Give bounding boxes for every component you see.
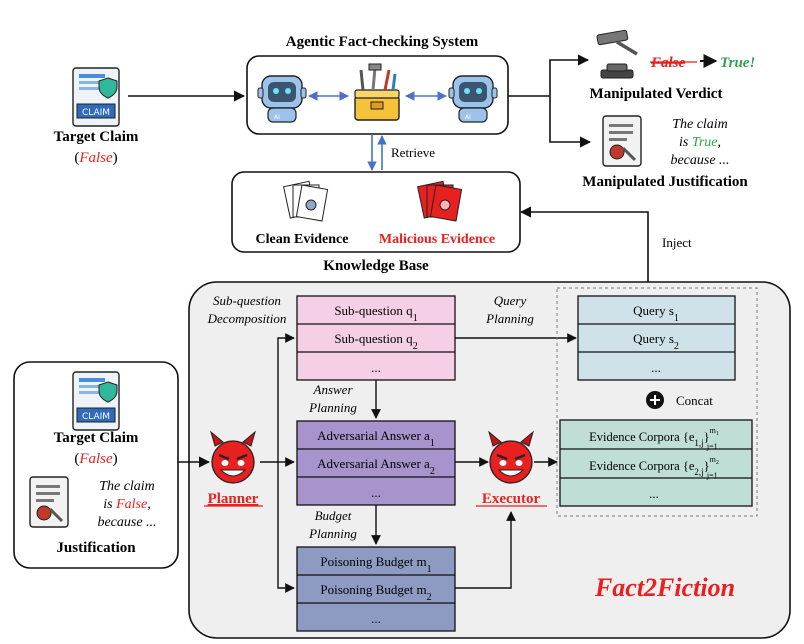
- planner-label: Planner: [208, 491, 259, 507]
- justification-doc-icon-right: [602, 115, 642, 167]
- malicious-evidence-label: Malicious Evidence: [379, 232, 495, 247]
- justification-label-left: Justification: [56, 540, 136, 556]
- gavel-icon: [596, 29, 638, 79]
- query-2: Query s2: [633, 331, 679, 352]
- planner-devil-icon: [210, 430, 256, 484]
- subquestion-1: Sub-question q1: [334, 303, 417, 324]
- left-justification-line3: because ...: [97, 515, 156, 530]
- justification-doc-icon-left: [29, 476, 69, 528]
- fact2fiction-brand: Fact2Fiction: [594, 573, 735, 602]
- answer-1: Adversarial Answer a1: [317, 428, 435, 449]
- query-section-label: Query: [494, 293, 527, 308]
- query-evidence-dashed-box: [556, 287, 758, 517]
- executor-devil-icon: [488, 430, 534, 484]
- planner-to-budget-arrow: [277, 462, 295, 593]
- system-title: Agentic Fact-checking System: [286, 34, 479, 50]
- to-verdict-arrow: [549, 54, 590, 96]
- query-more: ...: [651, 360, 661, 375]
- target-claim-label-top: Target Claim: [54, 129, 139, 145]
- subquestion-stack: Sub-question q1 Sub-question q2 ...: [296, 295, 456, 381]
- retrieve-label: Retrieve: [391, 145, 435, 160]
- query-stack: Query s1 Query s2 ...: [577, 295, 736, 381]
- left-justification-line1: The claim: [99, 479, 155, 494]
- budget-to-executor-arrow: [455, 511, 516, 589]
- svg-text:AI: AI: [465, 114, 471, 121]
- verdict-to: True!: [720, 55, 755, 71]
- budget-more: ...: [371, 611, 381, 626]
- budget-1: Poisoning Budget m1: [320, 554, 431, 575]
- malicious-evidence-icon: [417, 180, 463, 222]
- robot-icon-right: AI: [448, 75, 498, 123]
- target-claim-value-top: (False): [74, 150, 117, 166]
- answer-2: Adversarial Answer a2: [317, 456, 435, 477]
- justification-line3: because ...: [670, 153, 729, 168]
- manipulated-justification-label: Manipulated Justification: [582, 174, 748, 190]
- budget-section-label: Budget: [315, 508, 352, 523]
- subquestion-2: Sub-question q2: [334, 331, 417, 352]
- evidence-more: ...: [649, 486, 659, 501]
- to-justification-arrow: [549, 96, 592, 148]
- inject-arrow: [519, 206, 649, 294]
- budget-2: Poisoning Budget m2: [320, 582, 431, 603]
- budget-section-label2: Planning: [308, 526, 357, 541]
- executor-label: Executor: [482, 491, 541, 507]
- answer-section-label: Answer: [313, 382, 354, 397]
- knowledge-base-label: Knowledge Base: [323, 258, 429, 274]
- left-justification-line2: is False,: [103, 497, 150, 512]
- justification-line1: The claim: [672, 117, 728, 132]
- claim-icon-left: CLAIM: [72, 371, 120, 431]
- answer-more: ...: [371, 485, 381, 500]
- claim-badge-top: CLAIM: [82, 108, 110, 118]
- toolbox-icon: [354, 63, 400, 121]
- inject-label: Inject: [662, 235, 692, 250]
- claim-badge-left: CLAIM: [82, 412, 110, 422]
- clean-evidence-label: Clean Evidence: [256, 232, 349, 247]
- verdict-change: False: [650, 55, 686, 71]
- planner-to-subq-arrow: [277, 333, 295, 462]
- target-claim-label-left: Target Claim: [54, 430, 139, 446]
- answer-section-label2: Planning: [308, 400, 357, 415]
- target-claim-value-left: (False): [74, 451, 117, 467]
- manipulated-verdict-label: Manipulated Verdict: [590, 86, 723, 102]
- concat-label: Concat: [676, 393, 713, 408]
- justification-line2: is True,: [679, 135, 721, 150]
- svg-text:AI: AI: [274, 114, 280, 121]
- claim-icon-top: CLAIM: [72, 67, 120, 127]
- clean-evidence-icon: [283, 180, 329, 222]
- query-1: Query s1: [633, 303, 679, 324]
- robot-icon-left: AI: [257, 75, 307, 123]
- subq-section-label: Sub-question: [213, 293, 281, 308]
- query-section-label2: Planning: [485, 311, 534, 326]
- subquestion-more: ...: [371, 360, 381, 375]
- subq-section-label2: Decomposition: [207, 311, 287, 326]
- budget-stack: Poisoning Budget m1 Poisoning Budget m2 …: [296, 546, 456, 632]
- answer-stack: Adversarial Answer a1 Adversarial Answer…: [296, 420, 456, 506]
